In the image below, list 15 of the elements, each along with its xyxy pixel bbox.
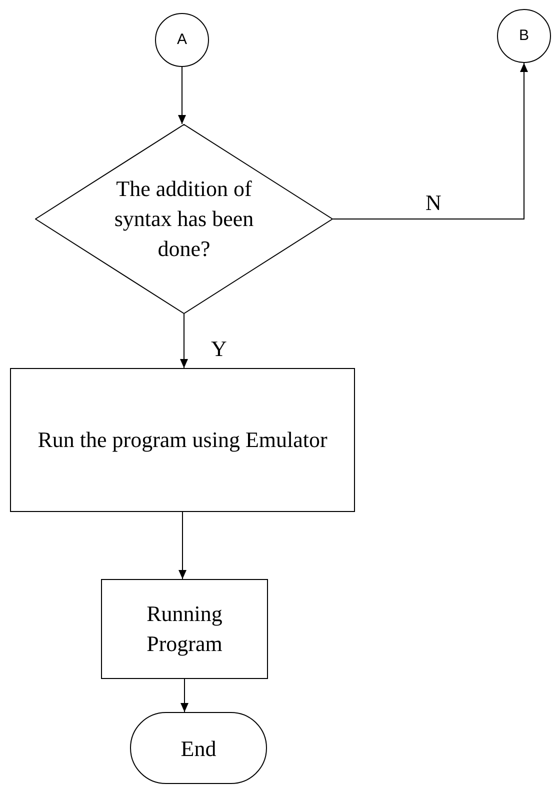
process-box [101, 579, 268, 679]
terminator-shape [130, 712, 267, 784]
process-box [10, 368, 355, 512]
arrow [180, 314, 188, 368]
node-text: Running Program [146, 600, 224, 658]
node-text: B [518, 26, 529, 46]
node-text: The addition of syntax has been done? [113, 174, 255, 264]
arrow [180, 678, 188, 712]
node-text: Run the program using Emulator [38, 426, 328, 454]
arrow [178, 66, 186, 124]
arrow [332, 62, 528, 220]
node-text: A [176, 30, 187, 50]
decision-diamond [35, 124, 333, 314]
arrow [178, 512, 186, 580]
node-text: End [180, 734, 216, 762]
